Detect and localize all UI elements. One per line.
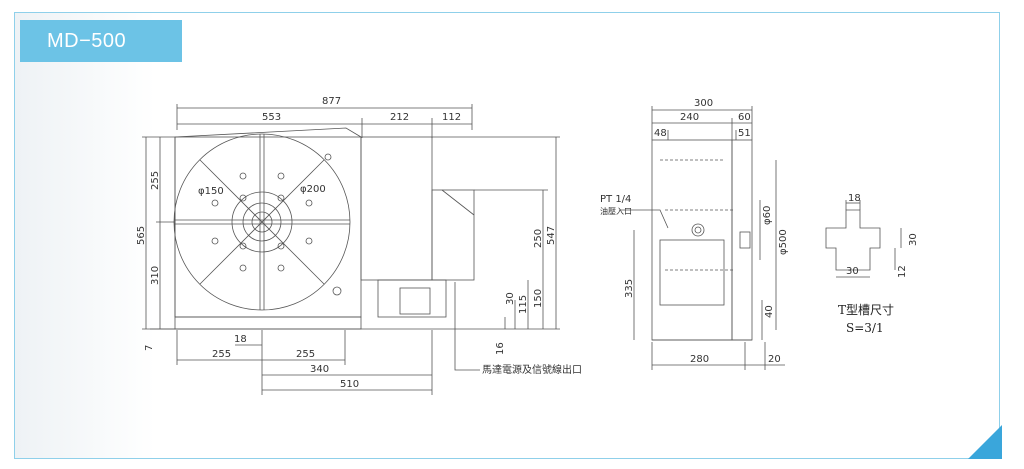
dim-20: 20 bbox=[768, 354, 781, 365]
dim-510: 510 bbox=[340, 379, 359, 390]
side-view bbox=[620, 106, 785, 370]
dim-60: 60 bbox=[738, 112, 751, 123]
dim-51: 51 bbox=[738, 128, 751, 139]
dim-115: 115 bbox=[518, 295, 529, 314]
drawing-frame bbox=[14, 12, 1000, 459]
bore-200: φ200 bbox=[300, 184, 326, 195]
dim-250: 250 bbox=[533, 229, 544, 248]
side-view-labels: 300 240 60 48 51 PT 1/4 油壓入口 φ60 φ500 33… bbox=[600, 98, 789, 365]
dim-255-left: 255 bbox=[212, 349, 231, 360]
dim-877: 877 bbox=[322, 96, 341, 107]
dim-280: 280 bbox=[690, 354, 709, 365]
dim-340: 340 bbox=[310, 364, 329, 375]
dia-500: φ500 bbox=[778, 229, 789, 255]
port-note: 油壓入口 bbox=[600, 206, 632, 216]
dim-255-vertical: 255 bbox=[150, 171, 161, 190]
dim-300: 300 bbox=[694, 98, 713, 109]
port-label: PT 1/4 bbox=[600, 194, 631, 205]
dim-40: 40 bbox=[764, 305, 775, 318]
dia-60: φ60 bbox=[762, 206, 773, 225]
front-view-labels: 877 553 212 112 255 565 310 7 φ150 φ200 … bbox=[136, 96, 582, 390]
t-slot-width-18: 18 bbox=[848, 193, 861, 204]
cable-outlet-note: 馬達電源及信號線出口 bbox=[482, 363, 582, 376]
dim-18-front: 18 bbox=[234, 334, 247, 345]
dim-547: 547 bbox=[546, 226, 557, 245]
dim-16: 16 bbox=[495, 342, 506, 355]
dim-48: 48 bbox=[654, 128, 667, 139]
t-slot-detail bbox=[825, 200, 902, 278]
t-slot-labels: 18 30 30 12 T型槽尺寸 S=3/1 bbox=[838, 193, 919, 335]
dim-212: 212 bbox=[390, 112, 409, 123]
t-slot-width-30: 30 bbox=[846, 266, 859, 277]
corner-accent bbox=[968, 425, 1002, 459]
frame-shade bbox=[15, 13, 155, 458]
dim-255-right: 255 bbox=[296, 349, 315, 360]
dim-30-front: 30 bbox=[505, 292, 516, 305]
t-slot-height-30: 30 bbox=[908, 233, 919, 246]
t-slot-height-12: 12 bbox=[897, 265, 908, 278]
bore-150: φ150 bbox=[198, 186, 224, 197]
dim-310: 310 bbox=[150, 266, 161, 285]
front-view bbox=[142, 104, 560, 395]
dim-240: 240 bbox=[680, 112, 699, 123]
t-slot-title: T型槽尺寸 bbox=[838, 303, 894, 317]
dim-112: 112 bbox=[442, 112, 461, 123]
dim-7: 7 bbox=[144, 345, 155, 351]
model-title: MD−500 bbox=[20, 20, 182, 62]
dim-150: 150 bbox=[533, 289, 544, 308]
t-slot-ratio: S=3/1 bbox=[846, 321, 884, 335]
dim-553: 553 bbox=[262, 112, 281, 123]
dim-565: 565 bbox=[136, 226, 147, 245]
dim-335: 335 bbox=[624, 279, 635, 298]
